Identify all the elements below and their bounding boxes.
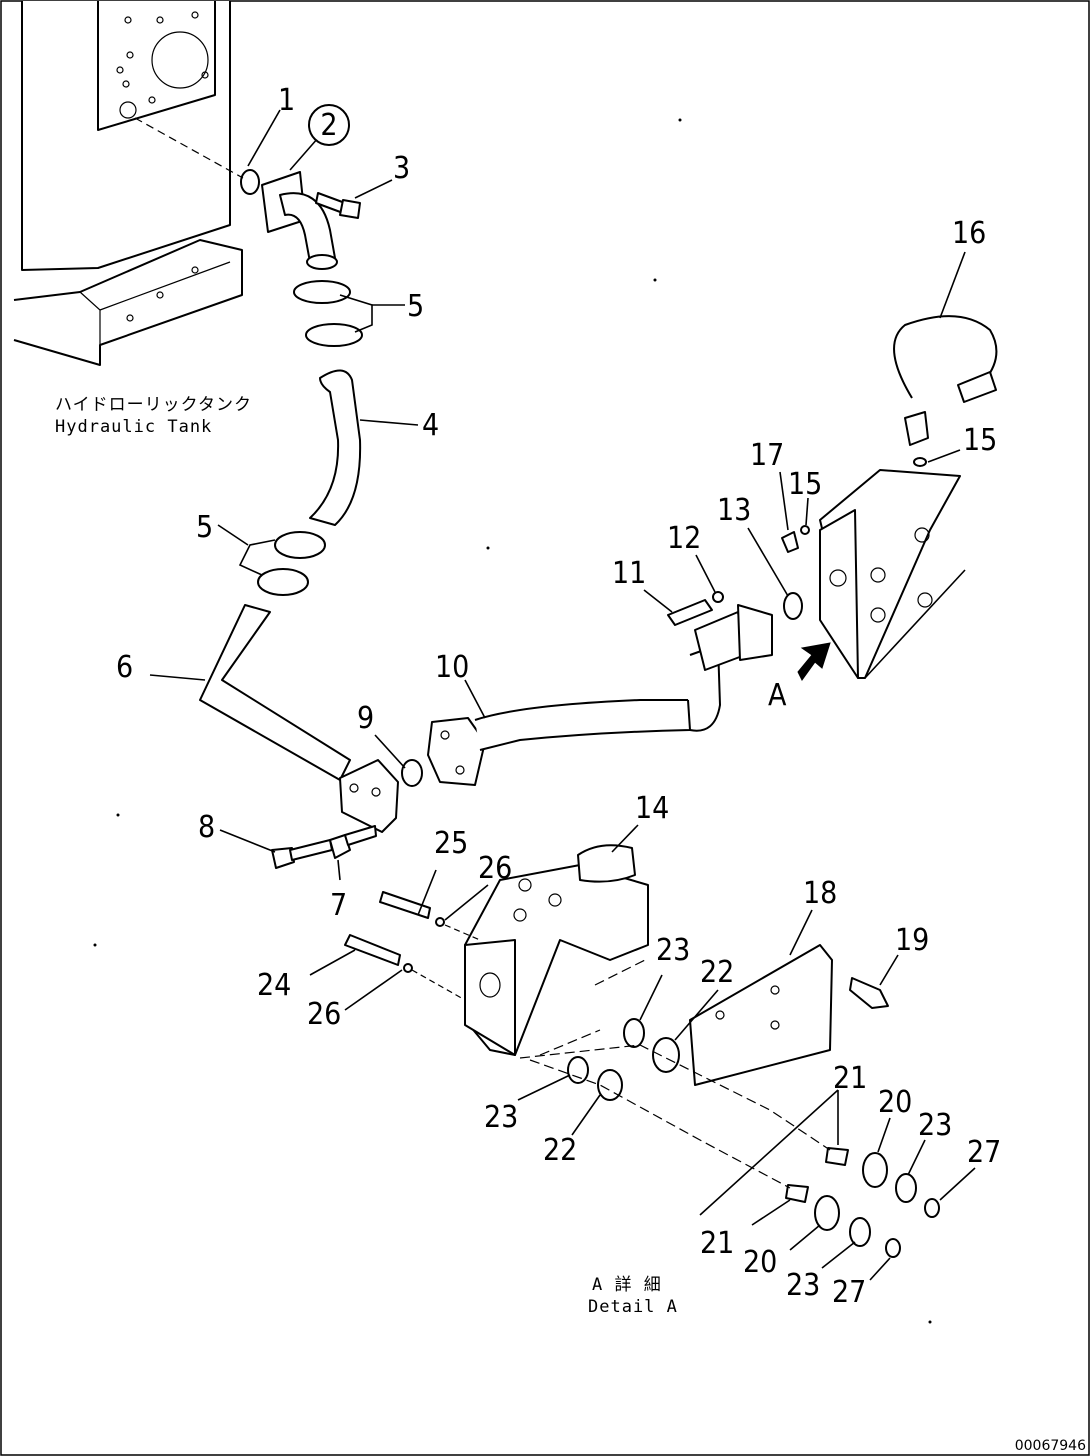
hose-10 xyxy=(427,644,721,786)
washer-26-upper xyxy=(435,917,445,927)
washer-23-d xyxy=(849,1217,871,1247)
hydraulic-tank xyxy=(13,1,243,366)
washer-23-a xyxy=(623,1018,645,1048)
callout-19: 19 xyxy=(895,923,929,958)
circled-callout xyxy=(308,104,350,146)
callout-3: 3 xyxy=(393,151,410,186)
valve-block-right xyxy=(819,469,966,679)
callout-25: 25 xyxy=(434,826,468,861)
valve-block-detail-a xyxy=(464,864,649,1056)
tank-label-en: Hydraulic Tank xyxy=(55,417,212,437)
plate-20-a xyxy=(862,1152,888,1188)
callout-5: 5 xyxy=(196,510,213,545)
callout-2: 2 xyxy=(320,108,337,143)
hose-clamp-5-upper-b xyxy=(305,323,363,347)
callout-11: 11 xyxy=(612,556,646,591)
callout-12: 12 xyxy=(667,521,701,556)
bolt-11 xyxy=(667,599,713,626)
leader-lines xyxy=(149,109,976,1281)
detail-label-en: Detail A xyxy=(588,1297,678,1317)
callout-20: 20 xyxy=(878,1085,912,1120)
washer-26-lower xyxy=(403,963,413,973)
collar-21-a xyxy=(825,1147,849,1166)
tank-label-jp: ハイドローリックタンク xyxy=(55,395,252,415)
o-ring-15-upper xyxy=(913,457,927,467)
flange-block xyxy=(339,759,399,833)
callout-27: 27 xyxy=(832,1275,866,1310)
collar-21-b xyxy=(785,1184,809,1203)
callout-21: 21 xyxy=(833,1061,867,1096)
callout-23: 23 xyxy=(786,1268,820,1303)
sensor-16 xyxy=(893,315,998,446)
washer-23-c xyxy=(895,1173,917,1203)
detail-label-jp: A 詳 細 xyxy=(592,1275,662,1295)
callout-16: 16 xyxy=(952,216,986,251)
callout-23: 23 xyxy=(656,933,690,968)
hose-clamp-5-lower-b xyxy=(257,568,309,596)
o-ring-1 xyxy=(240,169,260,195)
view-marker-a: A xyxy=(768,678,787,713)
callout-10: 10 xyxy=(435,650,469,685)
callout-1: 1 xyxy=(278,83,295,118)
washer-23-b xyxy=(567,1056,589,1084)
flange-14 xyxy=(577,844,636,883)
drawing-number: 00067946 xyxy=(1015,1438,1086,1454)
callout-26: 26 xyxy=(478,851,512,886)
callout-8: 8 xyxy=(198,810,215,845)
elbow-2 xyxy=(261,171,338,270)
callout-15: 15 xyxy=(788,467,822,502)
hose-clamp-5-upper-a xyxy=(293,280,351,304)
bolt-8 xyxy=(271,839,333,869)
flange-connector xyxy=(694,604,773,671)
callout-6: 6 xyxy=(116,650,133,685)
callout-23: 23 xyxy=(484,1100,518,1135)
nut-27-b xyxy=(885,1238,901,1258)
bolt-25 xyxy=(379,891,431,919)
o-ring-15-lower xyxy=(800,525,810,535)
washer-12 xyxy=(712,591,724,603)
nut-27-a xyxy=(924,1198,940,1218)
callout-21: 21 xyxy=(700,1226,734,1261)
callout-22: 22 xyxy=(543,1133,577,1168)
cushion-22-b xyxy=(597,1069,623,1101)
callout-23: 23 xyxy=(918,1108,952,1143)
hose-clamp-5-lower-a xyxy=(274,531,326,559)
cushion-22-a xyxy=(652,1037,680,1073)
callout-24: 24 xyxy=(257,968,291,1003)
bolt-3 xyxy=(315,192,361,219)
callout-26: 26 xyxy=(307,997,341,1032)
callout-7: 7 xyxy=(330,888,347,923)
callout-18: 18 xyxy=(803,876,837,911)
view-arrow-a xyxy=(797,642,831,681)
bracket-18 xyxy=(689,944,833,1086)
callout-5: 5 xyxy=(407,289,424,324)
bolt-7 xyxy=(329,825,377,859)
bolt-24 xyxy=(344,934,401,966)
callout-15: 15 xyxy=(963,423,997,458)
callout-22: 22 xyxy=(700,955,734,990)
callout-20: 20 xyxy=(743,1245,777,1280)
bolt-19 xyxy=(849,977,889,1009)
tube-6 xyxy=(199,604,351,781)
callout-9: 9 xyxy=(357,701,374,736)
callout-27: 27 xyxy=(967,1135,1001,1170)
callout-14: 14 xyxy=(635,791,669,826)
callout-17: 17 xyxy=(750,438,784,473)
callout-4: 4 xyxy=(422,408,439,443)
hose-4 xyxy=(309,369,362,526)
callout-13: 13 xyxy=(717,493,751,528)
plate-20-b xyxy=(814,1195,840,1231)
plug-17 xyxy=(781,531,799,553)
o-ring-9 xyxy=(401,759,423,787)
o-ring-13 xyxy=(783,592,803,620)
